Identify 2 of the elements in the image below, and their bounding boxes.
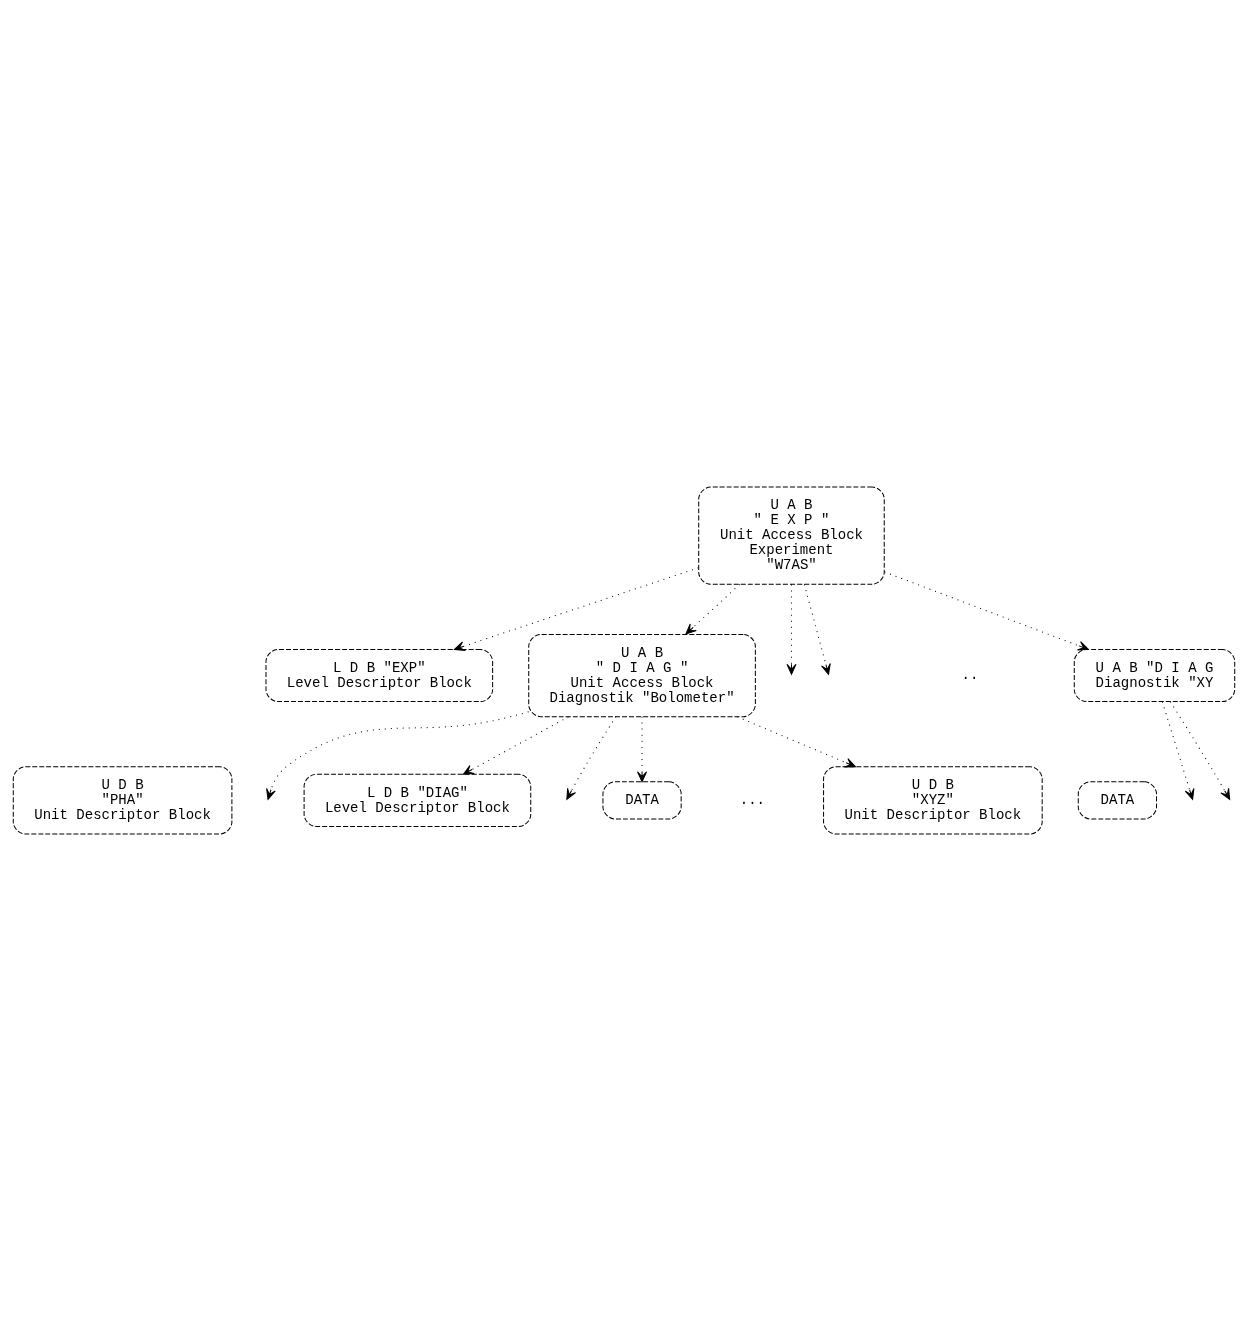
label: .. (961, 667, 979, 684)
label: ... (739, 792, 765, 809)
